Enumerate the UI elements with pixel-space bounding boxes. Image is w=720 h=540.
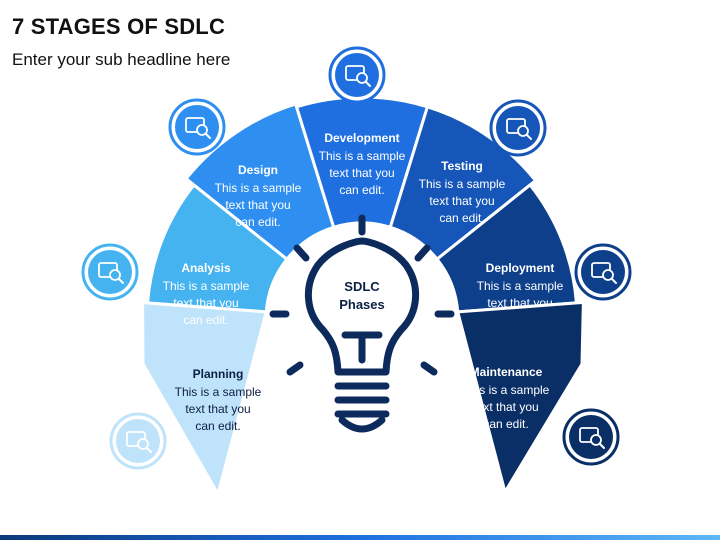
stage-text-maintenance: text that you <box>473 400 538 414</box>
stage-text-design: text that you <box>225 198 290 212</box>
segment-maintenance <box>455 300 585 496</box>
stage-text-design: This is a sample <box>215 181 302 195</box>
stage-text-maintenance: can edit. <box>483 417 528 431</box>
light-bulb-icon <box>269 214 455 433</box>
stage-text-deployment: This is a sample <box>477 279 564 293</box>
page-title: 7 STAGES OF SDLC <box>12 14 226 39</box>
stage-title-deployment: Deployment <box>486 261 555 275</box>
stage-text-analysis: can edit. <box>183 313 228 327</box>
stage-text-planning: This is a sample <box>175 385 262 399</box>
stage-icons <box>81 46 632 470</box>
stage-text-development: This is a sample <box>319 149 406 163</box>
stage-title-maintenance: Maintenance <box>470 365 543 379</box>
stage-text-analysis: This is a sample <box>163 279 250 293</box>
stage-text-planning: can edit. <box>195 419 240 433</box>
footer-bar <box>0 535 720 540</box>
stage-text-testing: This is a sample <box>419 177 506 191</box>
stage-text-development: can edit. <box>339 183 384 197</box>
stage-text-testing: text that you <box>429 194 494 208</box>
stage-title-design: Design <box>238 163 278 177</box>
stage-title-testing: Testing <box>441 159 483 173</box>
laptop-globe-icon <box>574 243 632 301</box>
center-label-line2: Phases <box>339 297 385 312</box>
mobile-analytics-icon <box>109 412 167 470</box>
stage-title-development: Development <box>324 131 399 145</box>
design-document-icon <box>168 98 226 156</box>
code-search-icon <box>328 46 386 104</box>
stage-text-design: can edit. <box>235 215 280 229</box>
presentation-analysis-icon <box>81 243 139 301</box>
center-hub: SDLC Phases <box>266 214 458 433</box>
stage-title-analysis: Analysis <box>181 261 231 275</box>
microscope-test-icon <box>489 99 547 157</box>
settings-maintenance-icon <box>562 408 620 466</box>
stage-text-development: text that you <box>329 166 394 180</box>
center-label-line1: SDLC <box>344 279 380 294</box>
stage-text-analysis: text that you <box>173 296 238 310</box>
stage-text-testing: can edit. <box>439 211 484 225</box>
page-subtitle: Enter your sub headline here <box>12 50 231 69</box>
stage-title-planning: Planning <box>193 367 244 381</box>
stage-text-planning: text that you <box>185 402 250 416</box>
stage-text-maintenance: This is a sample <box>463 383 550 397</box>
